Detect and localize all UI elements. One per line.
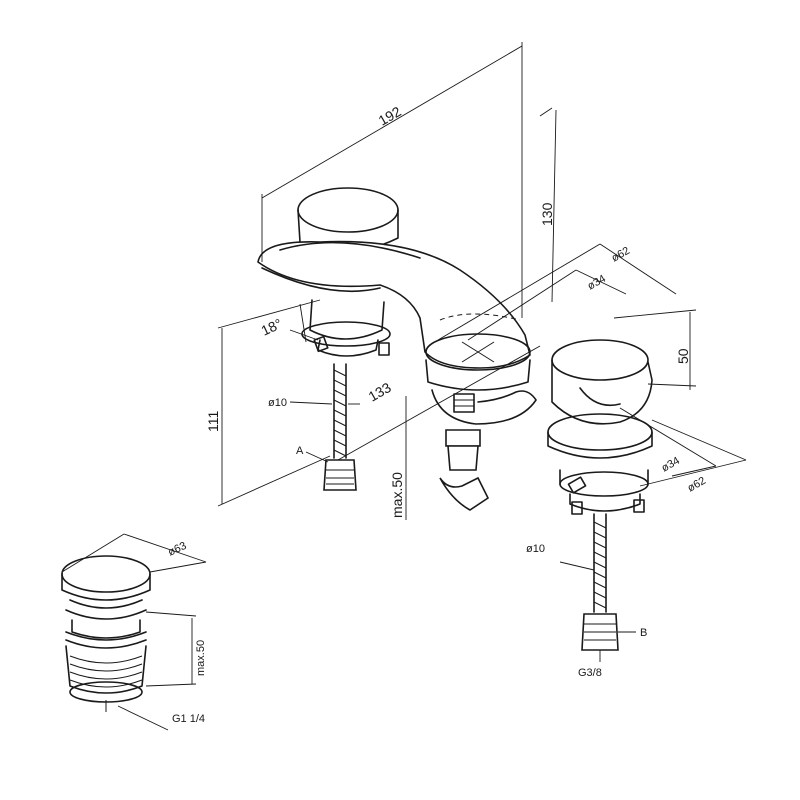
drain-max: max.50: [195, 640, 207, 676]
dim-130: 130: [539, 202, 555, 226]
point-b: B: [640, 627, 647, 639]
drain-thread: G1 1/4: [172, 713, 205, 725]
dim-spacing: 133: [366, 379, 394, 405]
thread-hose: G3/8: [578, 667, 602, 679]
dim-192: 192: [376, 103, 404, 129]
dim-spout-diam-outer: ø62: [610, 245, 632, 265]
dim-handle-diam-outer: ø62: [686, 475, 708, 495]
point-a: A: [296, 445, 304, 457]
dim-height-left: 111: [205, 411, 221, 432]
dim-hose-diam-right: ø10: [526, 543, 545, 555]
right-handle: [547, 339, 653, 651]
dim-hose-diam-left: ø10: [268, 397, 287, 409]
dim-max-thickness: max.50: [389, 472, 405, 518]
dimension-lines: [61, 42, 747, 731]
left-handle: [297, 187, 399, 491]
left-hose: [323, 363, 357, 491]
dim-handle-diam-inner: ø34: [660, 455, 682, 475]
drain-diam: ø63: [166, 540, 188, 559]
dim-angle: 18°: [259, 315, 285, 338]
dim-rosette-height: 50: [675, 348, 691, 364]
right-hose: [581, 513, 619, 651]
drain-valve: [61, 555, 151, 712]
